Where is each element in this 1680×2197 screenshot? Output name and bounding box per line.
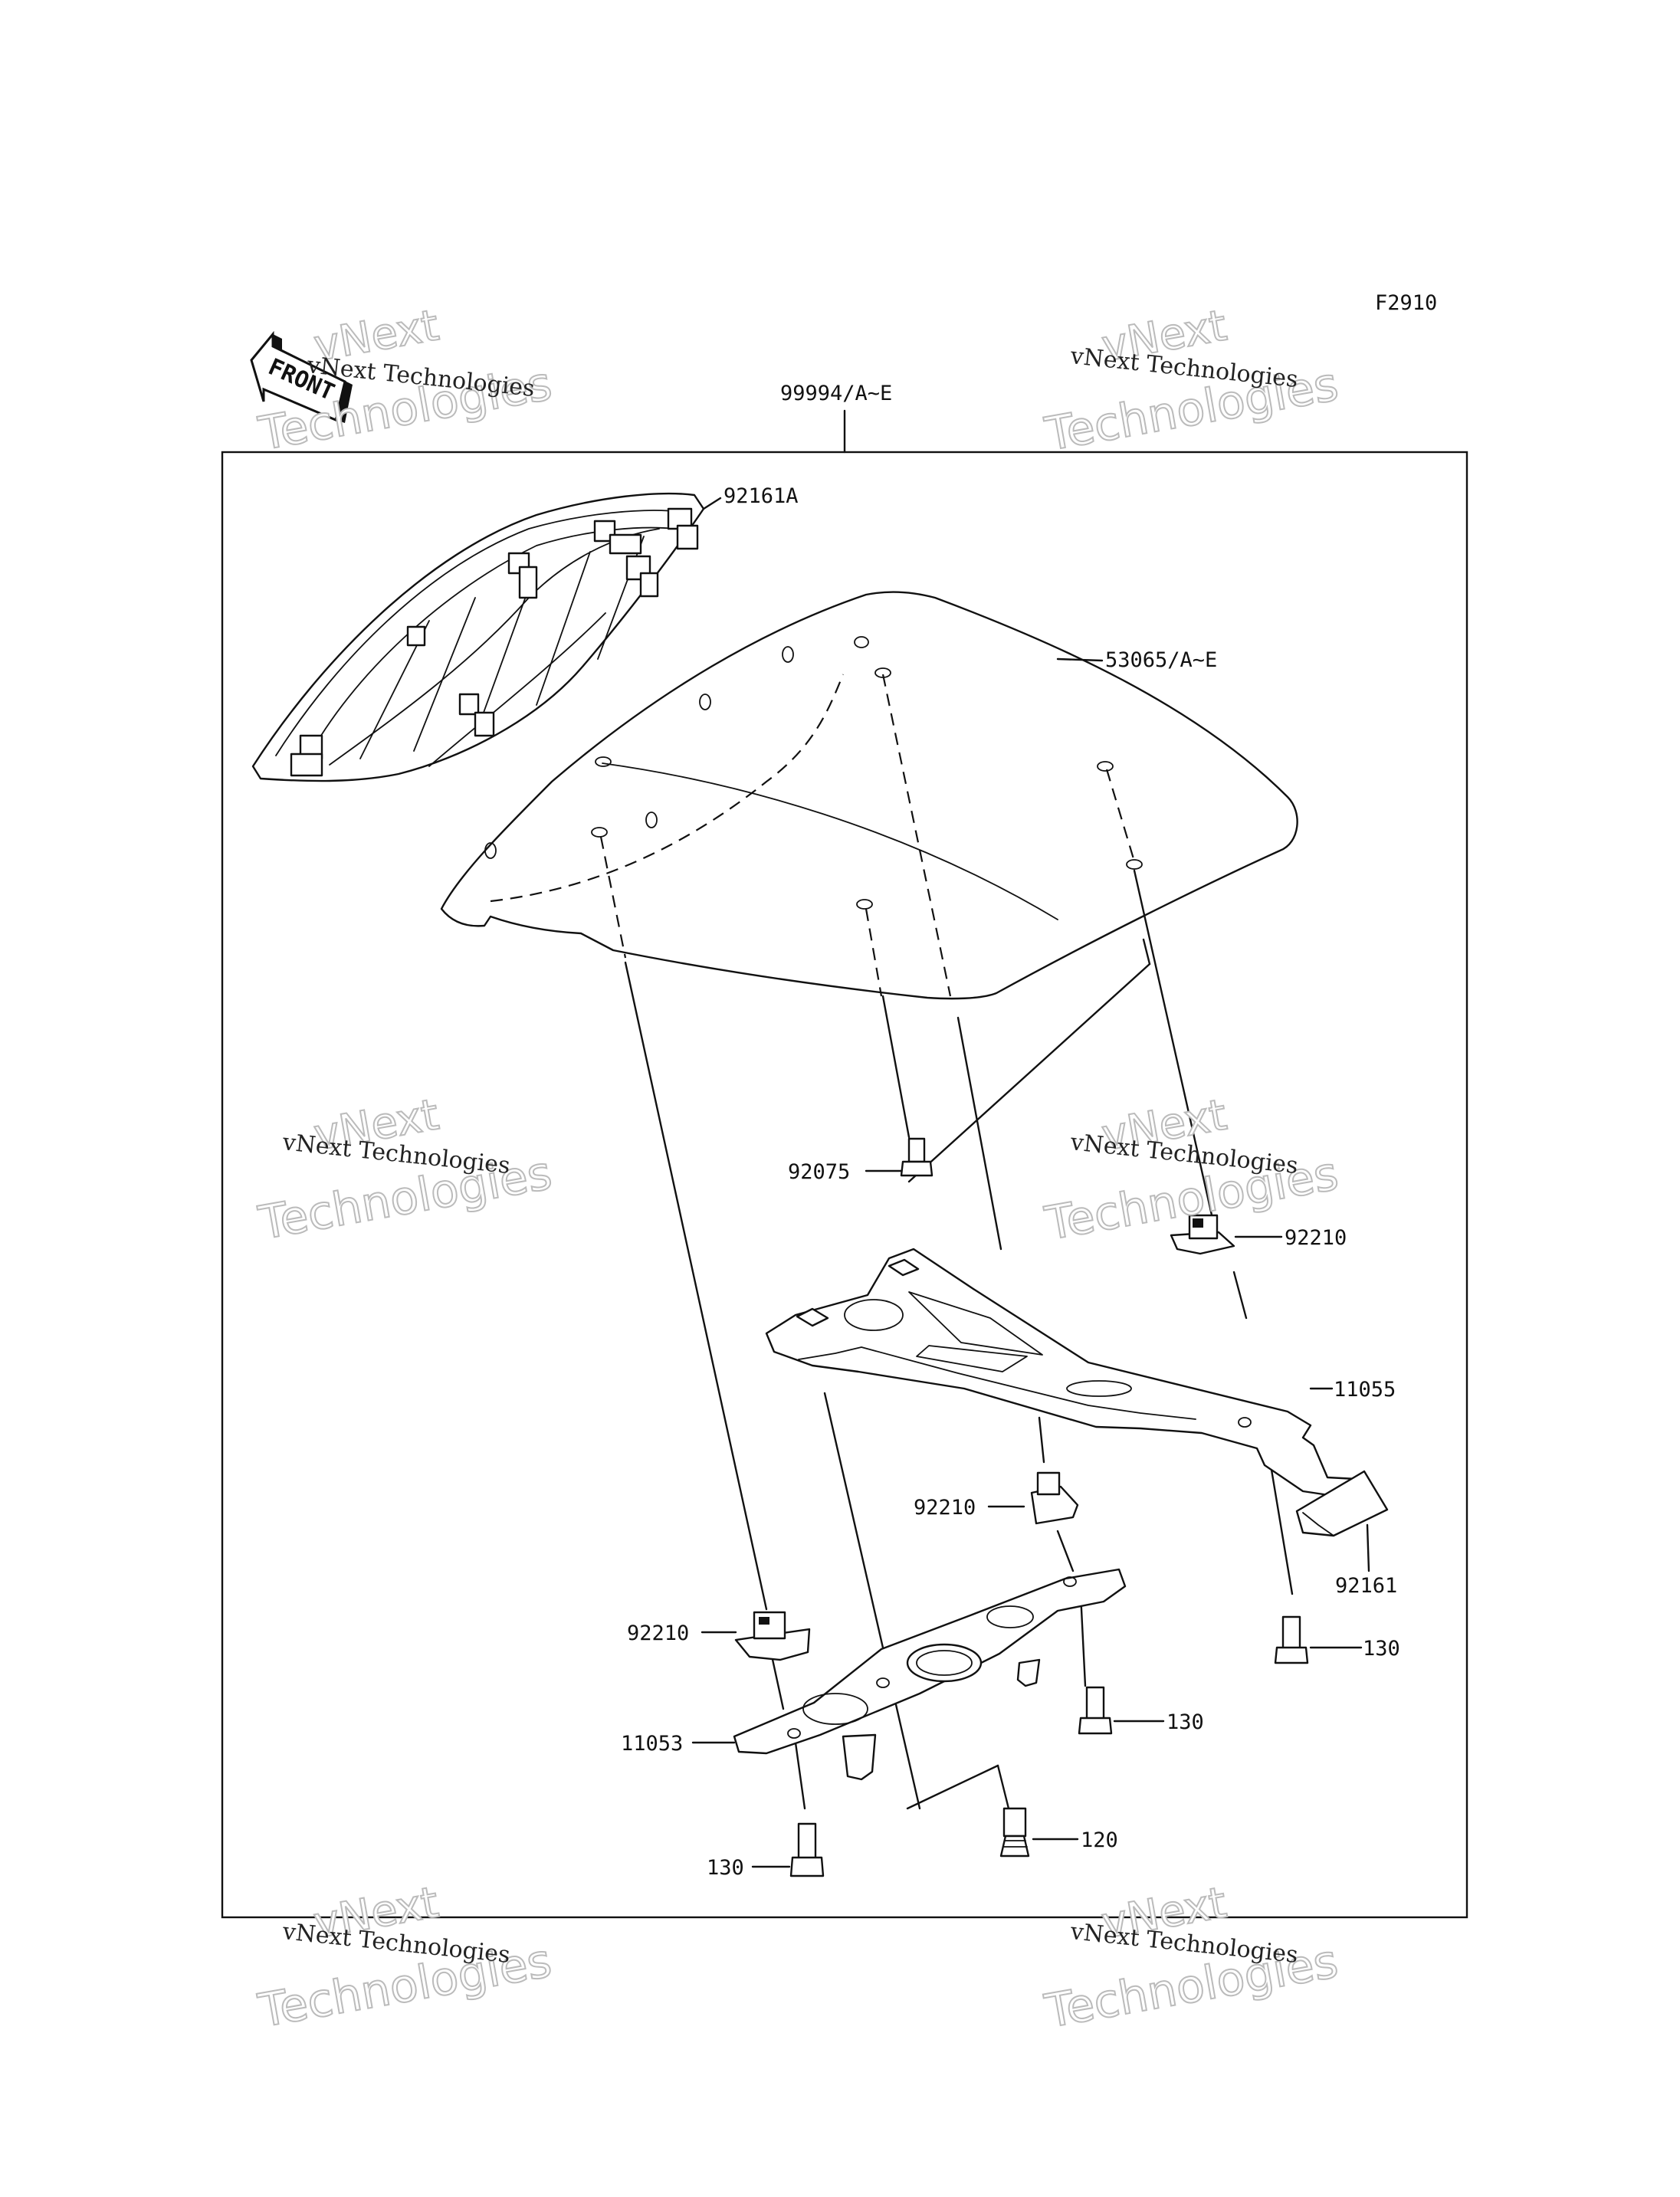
assembly-label: 99994/A~E bbox=[780, 382, 892, 405]
bracket-11053 bbox=[733, 1568, 1127, 1781]
callout-53065: 53065/A~E bbox=[1105, 648, 1217, 672]
screw-92075 bbox=[900, 1137, 934, 1177]
callout-120: 120 bbox=[1081, 1828, 1118, 1852]
front-arrow-icon: FRONT bbox=[250, 330, 353, 423]
assembly-lines bbox=[599, 674, 1294, 1810]
leader-92161 bbox=[1366, 1523, 1370, 1572]
callout-130-right: 130 bbox=[1363, 1637, 1400, 1661]
bolt-130-right bbox=[1274, 1615, 1309, 1664]
callout-92075: 92075 bbox=[788, 1160, 850, 1184]
callout-92210-left: 92210 bbox=[627, 1622, 689, 1645]
seat-cowl bbox=[440, 591, 1298, 1000]
callout-130-middle: 130 bbox=[1166, 1710, 1204, 1734]
leader-53065 bbox=[1056, 657, 1104, 662]
stud-icon bbox=[290, 507, 699, 777]
damper-92161 bbox=[1295, 1470, 1389, 1537]
nut-92210-middle bbox=[1030, 1471, 1079, 1525]
callout-11055: 11055 bbox=[1334, 1378, 1396, 1402]
mounting-hole-icon bbox=[484, 636, 1143, 910]
callout-92161A: 92161A bbox=[724, 484, 799, 508]
bolt-130-middle bbox=[1078, 1686, 1113, 1735]
bracket-11055 bbox=[765, 1248, 1358, 1497]
bolt-130-left bbox=[789, 1822, 825, 1877]
nut-92210-upper bbox=[1170, 1214, 1235, 1255]
callout-11053: 11053 bbox=[621, 1732, 683, 1756]
nut-92210-left bbox=[734, 1611, 811, 1661]
callout-92210-middle: 92210 bbox=[914, 1496, 976, 1520]
leader-92161A bbox=[702, 497, 722, 510]
callout-92210-upper: 92210 bbox=[1285, 1226, 1347, 1250]
callout-130-left: 130 bbox=[707, 1856, 744, 1880]
seat-cover-frame bbox=[251, 492, 705, 782]
callout-92161: 92161 bbox=[1335, 1574, 1397, 1598]
figure-id: F2910 bbox=[1375, 291, 1437, 315]
bolt-120 bbox=[999, 1807, 1030, 1858]
